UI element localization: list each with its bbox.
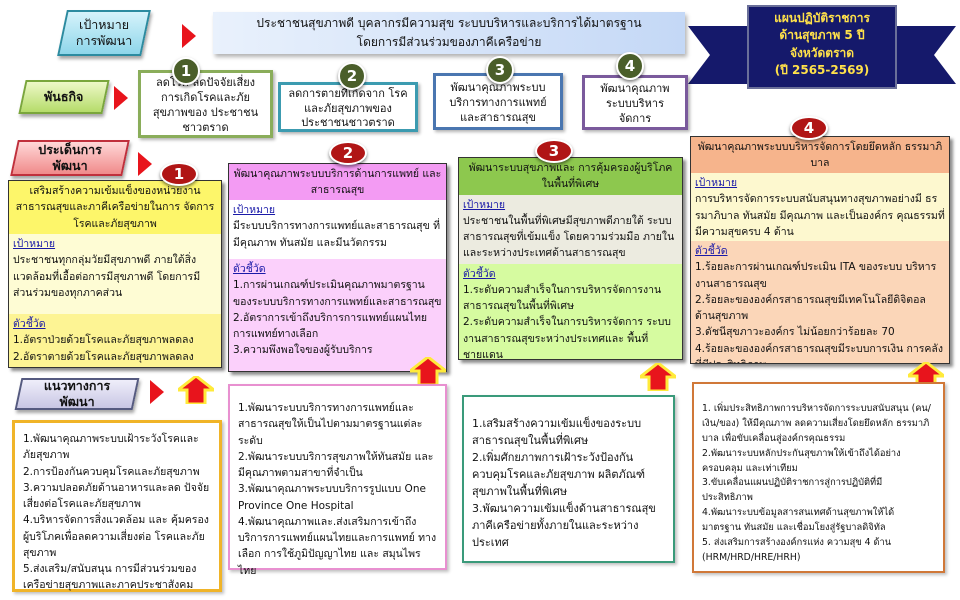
list-item: 1.อัตราป่วยด้วยโรคและภัยสุขภาพลดลง	[13, 334, 194, 347]
list-item: 2.พัฒนาระบบบริการสุขภาพให้ทันสมัย และมีค…	[238, 450, 434, 480]
list-item: 5.ส่งเสริม/สนับสนุน การมีส่วนร่วมของ เคร…	[23, 563, 197, 592]
list-item: 2.พัฒนาระบบหลักประกันสุขภาพให้เข้าถึงได้…	[702, 447, 901, 474]
issue-number-2: 2	[329, 141, 367, 165]
guideline-box-3: 1.เสริมสร้างความเข้มแข็งของระบบ สาธารณสุ…	[462, 395, 675, 563]
list-item: 2.ระดับความสำเร็จในการบริหารจัดการ ระบบง…	[463, 316, 671, 360]
list-item: 1.การผ่านเกณฑ์ประเมินคุณภาพมาตรฐาน ของระ…	[233, 279, 442, 308]
issue-column-1: เสริมสร้างความเข้มแข็งของหน่วยงาน สาธารณ…	[8, 180, 222, 368]
up-arrow-icon	[410, 357, 446, 385]
issue-number-3: 3	[535, 139, 573, 163]
ribbon-banner-icon	[688, 5, 956, 89]
issue-number-1: 1	[160, 162, 198, 186]
issue-column-3: พัฒนาระบบสุขภาพและ การคุ้มครองผู้บริโภคใ…	[458, 157, 683, 360]
mission-1: ลดโรค ลดปัจจัยเสี่ยง การเกิดโรคและภัย สุ…	[138, 70, 273, 138]
list-item: 3.พัฒนาคุณภาพระบบบริการรูปแบบ One Provin…	[238, 483, 426, 512]
issue-title: พัฒนาคุณภาพระบบบริการด้านการแพทย์ และสาธ…	[229, 164, 446, 200]
list-item: 1.ระดับความสำเร็จในการบริหารจัดการงาน สา…	[463, 283, 662, 313]
plan-title: แผนปฏิบัติราชการ ด้านสุขภาพ 5 ปี จังหวัด…	[774, 11, 870, 78]
issue-title: พัฒนาคุณภาพระบบบริหารจัดการโดยยึดหลัก ธร…	[691, 137, 949, 173]
list-item: 2.ร้อยละขององค์กรสาธารณสุขมีเทคโนโลยีดิจ…	[695, 293, 926, 323]
mission-4: พัฒนาคุณภาพ ระบบบริหาร จัดการ	[582, 75, 688, 130]
guideline-box-2: 1.พัฒนาระบบบริการทางการแพทย์และ สาธารณสุ…	[228, 384, 447, 577]
list-item: 3.ดัชนีสุขภาวะองค์กร ไม่น้อยกว่าร้อยละ 7…	[695, 326, 895, 339]
list-item: 1. เพิ่มประสิทธิภาพการบริหารจัดการระบบสน…	[702, 403, 931, 444]
list-item: 1.เสริมสร้างความเข้มแข็งของระบบ สาธารณสุ…	[472, 417, 642, 448]
list-item: 1.ร้อยละการผ่านเกณฑ์ประเมิน ITA ของระบบ …	[695, 261, 937, 290]
mission-2: ลดการตายที่เกิดจาก โรคและภัยสุขภาพของ ปร…	[278, 82, 418, 132]
list-item: 2.อัตราตายด้วยโรคและภัยสุขภาพลดลง	[13, 350, 194, 363]
issue-number-4: 4	[790, 116, 828, 140]
list-item: 4.พัฒนาระบบข้อมูลสารสนเทศด้านสุขภาพให้ได…	[702, 507, 895, 533]
list-item: 2.เพิ่มศักยภาพการเฝ้าระวังป้องกัน ควบคุม…	[472, 451, 646, 499]
list-item: 2.การป้องกันควบคุมโรคและภัยสุขภาพ	[23, 465, 200, 478]
list-item: 3.ความพึงพอใจของผู้รับบริการ	[233, 344, 373, 357]
issue-goal: เป้าหมายการบริหารจัดการระบบสนับสนุนทางสุ…	[691, 173, 949, 241]
goal-label: เป้าหมาย การพัฒนา	[57, 10, 151, 56]
up-arrow-icon	[640, 363, 676, 391]
issue-column-2: พัฒนาคุณภาพระบบบริการด้านการแพทย์ และสาธ…	[228, 163, 447, 372]
list-item: 3.พัฒนาความเข้มแข็งด้านสาธารณสุข ภาคีเคร…	[472, 502, 656, 550]
mission-number-1: 1	[172, 57, 200, 85]
issue-goal: เป้าหมายประชาชนทุกกลุ่มวัยมีสุขภาพดี ภาย…	[9, 234, 221, 314]
list-item: 5. ส่งเสริมการสร้างองค์กรแห่ง ความสุข 4 …	[702, 536, 892, 563]
list-item: 4.ร้อยละขององค์กรสาธารณสุขมีระบบการเงิน …	[695, 342, 943, 363]
mission-number-2: 2	[338, 62, 366, 90]
list-item: 3.ความปลอดภัยด้านอาหารและลด ปัจจัยเสี่ยง…	[23, 481, 210, 511]
chevron-right-icon	[114, 86, 128, 110]
guidelines-label: แนวทางการ พัฒนา	[14, 378, 140, 410]
chevron-right-icon	[182, 24, 196, 48]
issue-goal: เป้าหมายมีระบบบริการทางการแพทย์และสาธารณ…	[229, 200, 446, 259]
list-item: 4.บริหารจัดการสิ่งแวดล้อม และ คุ้มครองผู…	[23, 514, 209, 559]
up-arrow-icon	[178, 376, 214, 404]
issue-title: เสริมสร้างความเข้มแข็งของหน่วยงาน สาธารณ…	[9, 181, 221, 234]
issue-goal: เป้าหมายประชาชนในพื้นที่พิเศษมีสุขภาพดีภ…	[459, 194, 682, 264]
goal-banner: ประชาชนสุขภาพดี บุคลากรมีความสุข ระบบบริ…	[213, 12, 685, 54]
list-item: 2.อัตราการเข้าถึงบริการการแพทย์แผนไทย กา…	[233, 311, 428, 341]
guideline-box-1: 1.พัฒนาคุณภาพระบบเฝ้าระวังโรคและ ภัยสุขภ…	[12, 420, 222, 592]
list-item: 4.พัฒนาคุณภาพและ.ส่งเสริมการเข้าถึง บริก…	[238, 515, 437, 577]
list-item: 1.พัฒนาคุณภาพระบบเฝ้าระวังโรคและ ภัยสุขภ…	[23, 433, 199, 462]
mission-label: พันธกิจ	[18, 80, 110, 114]
issue-column-4: พัฒนาคุณภาพระบบบริหารจัดการโดยยึดหลัก ธร…	[690, 136, 950, 364]
list-item: 3.ขับเคลื่อนแผนปฏิบัติราชการสู่การปฏิบัต…	[702, 477, 883, 504]
chevron-right-icon	[138, 152, 152, 176]
issues-label: ประเด็นการ พัฒนา	[10, 140, 130, 176]
mission-number-4: 4	[616, 52, 644, 80]
mission-number-3: 3	[486, 56, 514, 84]
issue-title: พัฒนาระบบสุขภาพและ การคุ้มครองผู้บริโภคใ…	[459, 158, 682, 195]
guideline-box-4: 1. เพิ่มประสิทธิภาพการบริหารจัดการระบบสน…	[692, 382, 945, 573]
list-item: 1.พัฒนาระบบบริการทางการแพทย์และ สาธารณสุ…	[238, 402, 423, 447]
chevron-right-icon	[150, 380, 164, 404]
